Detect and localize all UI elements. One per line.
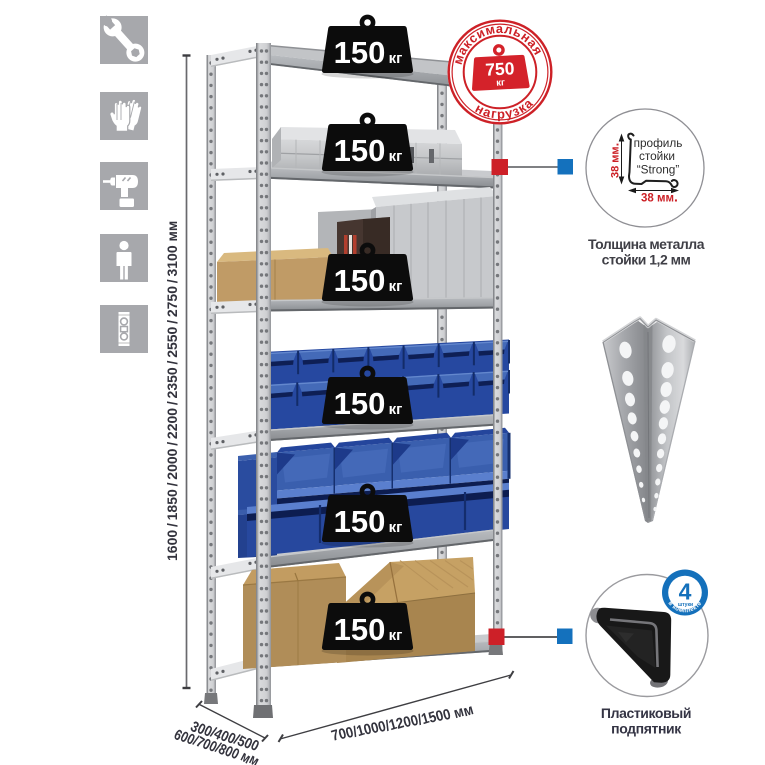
svg-text:150: 150	[334, 133, 386, 168]
svg-text:кг: кг	[496, 77, 505, 88]
svg-text:стойки 1,2 мм: стойки 1,2 мм	[602, 252, 691, 268]
svg-text:штуки: штуки	[678, 602, 693, 608]
svg-text:38 мм.: 38 мм.	[641, 189, 678, 205]
svg-text:профиль: профиль	[634, 136, 683, 150]
svg-text:150: 150	[334, 612, 386, 647]
svg-text:150: 150	[334, 386, 386, 421]
svg-text:“Strong”: “Strong”	[637, 163, 680, 177]
svg-text:подпятник: подпятник	[611, 721, 682, 737]
svg-text:700/1000/1200/1500 мм: 700/1000/1200/1500 мм	[329, 701, 476, 745]
svg-text:кг: кг	[389, 148, 403, 165]
svg-text:кг: кг	[389, 519, 403, 536]
svg-text:кг: кг	[389, 278, 403, 295]
svg-text:38 мм.: 38 мм.	[607, 143, 622, 178]
svg-text:кг: кг	[389, 627, 403, 644]
svg-text:1600 / 1850 / 2000 / 2200 / 23: 1600 / 1850 / 2000 / 2200 / 2350 / 2550 …	[164, 221, 180, 561]
svg-text:кг: кг	[389, 401, 403, 418]
svg-text:кг: кг	[389, 50, 403, 67]
svg-text:Пластиковый: Пластиковый	[601, 705, 691, 721]
svg-text:150: 150	[334, 263, 386, 298]
svg-text:Толщина металла: Толщина металла	[588, 236, 705, 252]
svg-text:4: 4	[679, 579, 692, 605]
svg-text:150: 150	[334, 35, 386, 70]
svg-text:150: 150	[334, 504, 386, 539]
svg-text:750: 750	[485, 58, 515, 80]
svg-text:стойки: стойки	[639, 149, 675, 163]
